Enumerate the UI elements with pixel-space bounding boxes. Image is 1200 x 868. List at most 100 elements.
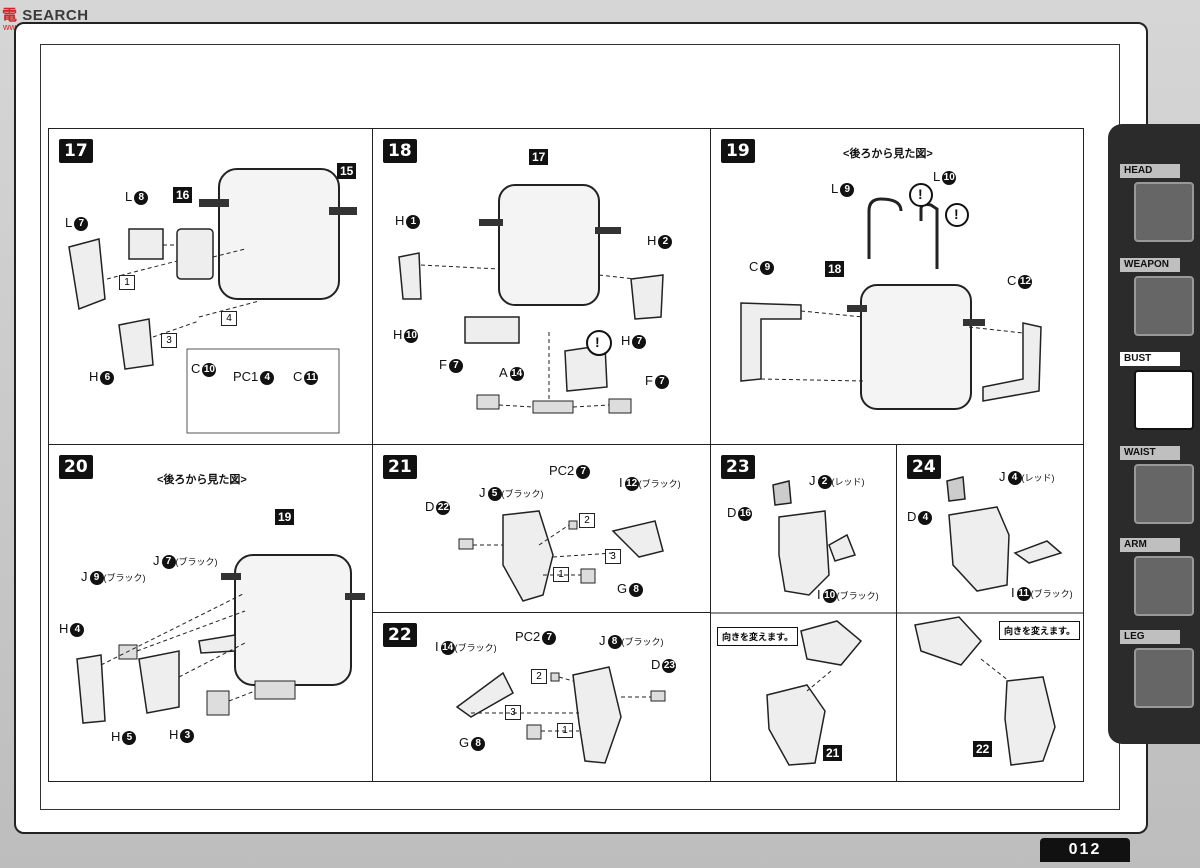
ref-badge: 19: [275, 509, 295, 525]
step-21-drawing: [458, 510, 664, 602]
step-18-drawing: [398, 184, 664, 414]
step-17-drawing: [68, 168, 357, 434]
warning-icon: !: [595, 334, 600, 350]
view-caption: <後ろから見た図>: [157, 474, 247, 486]
nav-label: WEAPON: [1120, 258, 1180, 272]
sequence-marker: 1: [119, 275, 135, 290]
ref-badge: 21: [823, 745, 843, 761]
ref-badge: 15: [337, 163, 357, 179]
nav-item-bust[interactable]: BUST: [1120, 352, 1200, 430]
sequence-marker: 2: [579, 513, 595, 528]
nav-item-weapon[interactable]: WEAPON: [1120, 258, 1200, 336]
step-20-drawing: [76, 554, 365, 724]
nav-label: ARM: [1120, 538, 1180, 552]
sequence-marker: 2: [531, 669, 547, 684]
step-number: 18: [383, 139, 417, 163]
nav-item-waist[interactable]: WAIST: [1120, 446, 1200, 524]
waist-part-icon: [1134, 464, 1194, 524]
section-sidebar: HEAD WEAPON BUST WAIST ARM LEG: [1108, 124, 1200, 744]
ref-badge: 17: [529, 149, 549, 165]
step-number: 19: [721, 139, 755, 163]
step-22-drawing: [455, 666, 666, 764]
step-number: 23: [721, 455, 755, 479]
arm-part-icon: [1134, 556, 1194, 616]
nav-label: WAIST: [1120, 446, 1180, 460]
step-number: 17: [59, 139, 93, 163]
watermark-logo: 電 SEARCH: [2, 7, 89, 24]
warning-icon: !: [918, 186, 923, 202]
nav-label: BUST: [1120, 352, 1180, 366]
ref-badge: 18: [825, 261, 845, 277]
head-part-icon: [1134, 182, 1194, 242]
sequence-marker: 3: [605, 549, 621, 564]
step-number: 22: [383, 623, 417, 647]
warning-icon: !: [954, 206, 959, 222]
weapon-part-icon: [1134, 276, 1194, 336]
view-caption: <後ろから見た図>: [843, 148, 933, 160]
nav-item-head[interactable]: HEAD: [1120, 164, 1200, 242]
nav-label: LEG: [1120, 630, 1180, 644]
ref-badge: 22: [973, 741, 993, 757]
step-number: 21: [383, 455, 417, 479]
step-19-drawing: [740, 183, 1042, 410]
step-number: 24: [907, 455, 941, 479]
nav-item-arm[interactable]: ARM: [1120, 538, 1200, 616]
step-number: 20: [59, 455, 93, 479]
sequence-marker: 3: [161, 333, 177, 348]
page-number: 012: [1040, 838, 1130, 862]
step-23-drawing: [711, 480, 897, 766]
sub-ref-badge: 16: [173, 187, 193, 203]
leg-part-icon: [1134, 648, 1194, 708]
rotate-callout: 向きを変えます。: [999, 621, 1081, 640]
bust-part-icon: [1134, 370, 1194, 430]
step-24-drawing: [897, 476, 1083, 766]
nav-label: HEAD: [1120, 164, 1180, 178]
rotate-callout: 向きを変えます。: [717, 627, 799, 646]
nav-item-leg[interactable]: LEG: [1120, 630, 1200, 708]
